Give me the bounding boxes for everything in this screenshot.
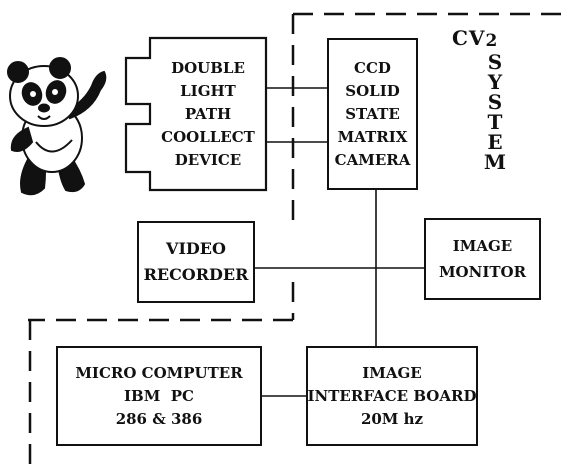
system-letter: S [488, 52, 502, 72]
ccd-camera-block: CCD SOLID STATE MATRIX CAMERA [327, 38, 418, 190]
micro-computer-block: MICRO COMPUTER IBM PC 286 & 386 [56, 346, 262, 446]
panda-mascot-icon [0, 38, 118, 198]
light-path-label-line: DOUBLE [171, 57, 245, 80]
image-monitor-block: IMAGE MONITOR [424, 218, 541, 300]
interface-label-line: IMAGE [362, 362, 422, 385]
ccd-label-line: SOLID [345, 80, 399, 103]
double-light-path-device: DOUBLE LIGHT PATH COOLLECT DEVICE [150, 38, 266, 190]
interface-label-line: 20M hz [361, 408, 423, 431]
ccd-label-line: CCD [354, 57, 391, 80]
video-recorder-block: VIDEO RECORDER [137, 221, 255, 303]
ccd-label-line: CAMERA [335, 149, 411, 172]
micro-label-line: 286 & 386 [116, 408, 203, 431]
system-title: CV2 [452, 26, 498, 51]
micro-label-line: IBM PC [124, 385, 194, 408]
interface-label-line: INTERFACE BOARD [308, 385, 477, 408]
video-label-line: VIDEO [166, 236, 226, 262]
micro-label-line: MICRO COMPUTER [75, 362, 242, 385]
system-vertical-label: S Y S T E M [480, 52, 510, 172]
system-letter: M [484, 152, 506, 172]
light-path-label-line: LIGHT [180, 80, 236, 103]
light-path-label-line: DEVICE [175, 149, 241, 172]
monitor-label-line: MONITOR [439, 259, 526, 285]
light-path-label-line: COOLLECT [161, 126, 255, 149]
monitor-label-line: IMAGE [453, 233, 513, 259]
system-letter: Y [488, 72, 502, 92]
image-interface-board-block: IMAGE INTERFACE BOARD 20M hz [306, 346, 478, 446]
ccd-label-line: MATRIX [338, 126, 408, 149]
system-letter: S [488, 92, 502, 112]
system-letter: T [488, 112, 503, 132]
video-label-line: RECORDER [144, 262, 249, 288]
light-path-label-line: PATH [185, 103, 231, 126]
ccd-label-line: STATE [345, 103, 400, 126]
system-letter: E [487, 132, 502, 152]
